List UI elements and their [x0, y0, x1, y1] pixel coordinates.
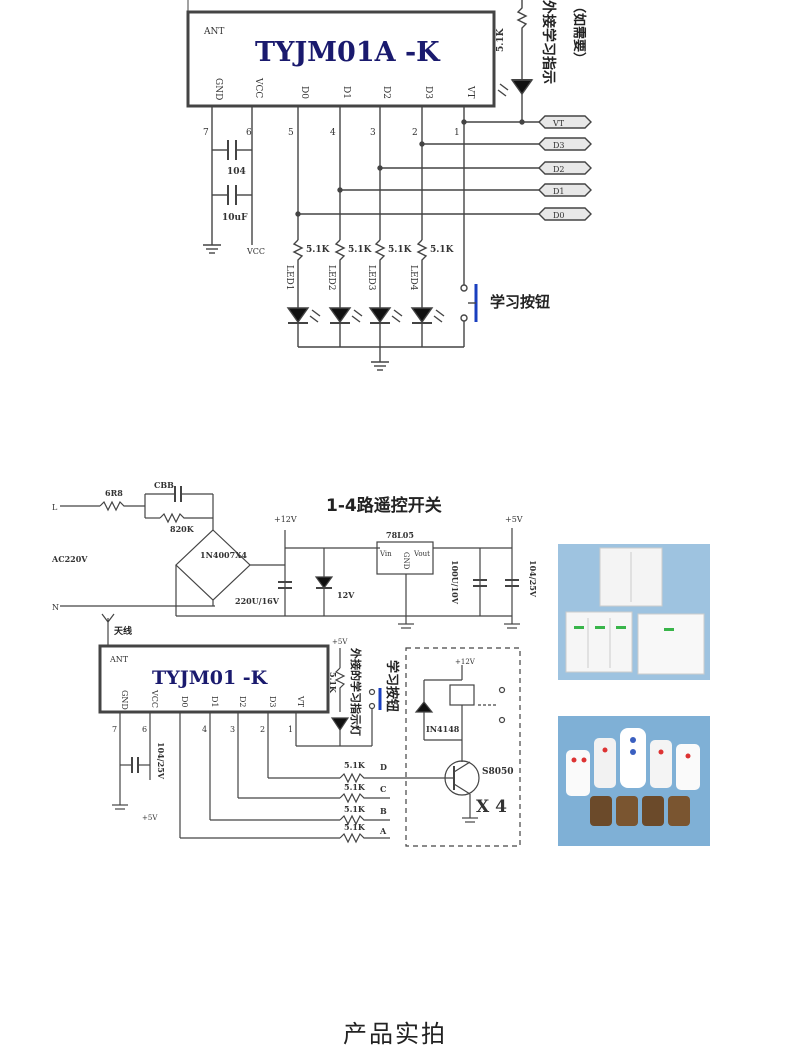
pin-number: 7 [112, 725, 117, 734]
pin-number: 1 [288, 725, 293, 734]
pin-vcc: VCC [150, 689, 159, 708]
bridge-label: 1N4007X4 [200, 550, 247, 560]
led1-label: LED1 [284, 265, 294, 291]
pin-number: 3 [370, 128, 376, 138]
times-label: X 4 [476, 797, 507, 817]
schematic-bottom [60, 486, 521, 847]
r-b-label: 5.1K [344, 804, 366, 814]
pin-d1: D1 [341, 86, 351, 99]
pin-d0: D0 [180, 696, 189, 708]
cap-100u-label: 100U/10V [450, 560, 460, 605]
section-caption: 产品实拍 [343, 1020, 447, 1048]
channel-b: B [380, 806, 387, 816]
plus12v-label: +12V [274, 515, 297, 524]
r-indicator-label: 5.1K [328, 672, 338, 694]
indicator-text: 外接学习指示 [540, 0, 557, 84]
pin-number: 1 [454, 128, 460, 138]
led2-label: LED2 [326, 265, 336, 291]
pin-number: 6 [246, 128, 252, 138]
reg-vin-label: Vin [379, 550, 392, 558]
transistor-label: S8050 [482, 767, 514, 777]
chip-name: TYJM01 -K [152, 667, 269, 689]
cap-104-label: 104 [227, 167, 246, 177]
r-a-label: 5.1K [344, 822, 366, 832]
antenna-label: 天线 [114, 625, 132, 637]
plus5v-led-label: +5V [332, 638, 348, 646]
ant-label: ANT [109, 655, 129, 664]
channel-a: A [379, 826, 387, 836]
resistor-label: 5.1K [430, 245, 455, 255]
learn-button-label: 学习按钮 [384, 660, 400, 712]
pin-number: 2 [412, 128, 418, 138]
schematic-bottom-labels: 1-4路遥控开关 6R8 CBB 820K L N AC220V 1N4007X… [51, 480, 538, 836]
resistor-label: 5.1K [348, 245, 373, 255]
output-tag-vt: VT [552, 119, 565, 128]
pin-gnd: GND [120, 690, 129, 710]
pin-number: 5 [288, 128, 294, 138]
cbb-label: CBB [154, 480, 174, 490]
indicator-text: 外接的学习指示灯 [349, 647, 363, 736]
pin-number: 6 [142, 725, 147, 734]
pin-d1: D1 [210, 696, 219, 708]
pin-vcc: VCC [253, 77, 263, 98]
pin-d0: D0 [299, 86, 309, 99]
cap-220u-label: 220U/16V [235, 596, 280, 606]
schematic-top [186, 0, 592, 371]
pin-number: 4 [202, 725, 207, 734]
led3-label: LED3 [366, 265, 376, 291]
channel-c: C [380, 784, 386, 794]
diagram-title: 1-4路遥控开关 [326, 495, 442, 516]
r-d-label: 5.1K [344, 760, 366, 770]
resistor-label: 5.1K [388, 245, 413, 255]
pin-d2: D2 [381, 86, 391, 99]
pin-vt: VT [296, 695, 305, 708]
pin-vt: VT [465, 85, 475, 99]
cap-104b-label: 104/25V [156, 742, 166, 780]
regulator-label: 78L05 [386, 530, 414, 540]
pin-number: 2 [260, 725, 265, 734]
resistor-top-label: 5.1K [496, 27, 506, 52]
reg-vout-label: Vout [413, 550, 430, 558]
ac-label: AC220V [51, 554, 88, 564]
pin-d2: D2 [238, 696, 247, 708]
minus5v-label: +5V [142, 814, 158, 822]
diode-label: IN4148 [426, 724, 460, 734]
line-l-label: L [52, 503, 58, 512]
output-tag-d3: D3 [553, 141, 565, 150]
switch-panels-photo [558, 544, 710, 680]
r-820k-label: 820K [170, 524, 195, 534]
zener-label: 12V [337, 590, 355, 600]
plus12v-relay-label: +12V [455, 658, 476, 666]
reg-gnd-label: GND [402, 552, 410, 570]
cap-104-label: 104/25V [528, 560, 538, 598]
resistor-label: 5.1K [306, 245, 331, 255]
line-n-label: N [52, 603, 59, 612]
output-tag-d1: D1 [553, 187, 565, 196]
remotes-photo [558, 716, 710, 846]
pin-d3: D3 [423, 86, 433, 99]
channel-d: D [380, 762, 387, 772]
output-tag-d2: D2 [553, 165, 565, 174]
pin-d3: D3 [268, 696, 277, 708]
led4-label: LED4 [408, 265, 418, 291]
chip-name: TYJM01A -K [255, 37, 441, 68]
plus5v-label: +5V [505, 515, 523, 524]
ant-label: ANT [203, 27, 224, 37]
r-6r8-label: 6R8 [105, 488, 123, 498]
learn-button-label: 学习按钮 [490, 293, 550, 311]
indicator-note: （如需要） [571, 0, 587, 65]
cap-10uf-label: 10uF [222, 213, 248, 223]
r-c-label: 5.1K [344, 782, 366, 792]
pin-number: 3 [230, 725, 235, 734]
pin-number: 4 [330, 128, 336, 138]
pin-gnd: GND [213, 78, 223, 100]
vcc-label: VCC [246, 247, 265, 256]
schematic-top-labels: ANT TYJM01A -K GND VCC D0 D1 D2 D3 VT 7 … [203, 0, 587, 311]
output-tag-d0: D0 [553, 211, 565, 220]
pin-number: 7 [203, 128, 209, 138]
